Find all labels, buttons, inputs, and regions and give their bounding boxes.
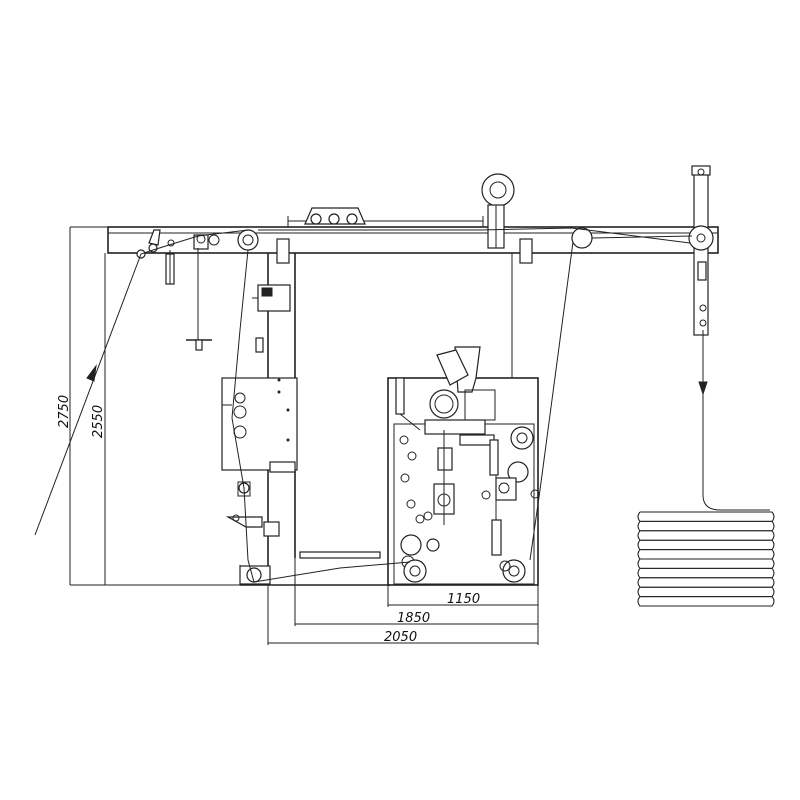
- folded-layer: [637, 511, 775, 522]
- left-guide-rollers: [136, 227, 593, 351]
- folded-layer: [637, 520, 775, 532]
- folded-layer: [637, 558, 775, 569]
- housing-internals: [395, 346, 540, 583]
- folded-layer: [637, 530, 775, 541]
- bracket-plate: [276, 238, 290, 264]
- beam-trolley: [304, 207, 366, 225]
- folded-web-stack: [637, 330, 775, 607]
- dimension-1150: 1150: [447, 592, 480, 607]
- motor-box: [252, 284, 291, 312]
- dimension-2050: 2050: [384, 630, 417, 645]
- top-beam: [107, 216, 719, 254]
- dimension-2550: 2550: [91, 405, 106, 438]
- folded-layer: [637, 577, 775, 588]
- folded-layer: [637, 567, 775, 579]
- folded-layer: [637, 549, 775, 560]
- folded-layer: [637, 586, 775, 598]
- dimension-2750: 2750: [57, 395, 72, 428]
- folded-layer: [637, 596, 775, 607]
- web-path: [34, 227, 693, 583]
- dimension-1850: 1850: [397, 611, 430, 626]
- dimension-lines: [69, 226, 539, 645]
- folded-layer: [637, 539, 775, 551]
- lower-left-mechanism: [225, 481, 280, 585]
- right-arm: [688, 165, 714, 336]
- small-block: [255, 337, 264, 353]
- bracket-plate: [519, 238, 533, 264]
- top-reel: [481, 173, 515, 249]
